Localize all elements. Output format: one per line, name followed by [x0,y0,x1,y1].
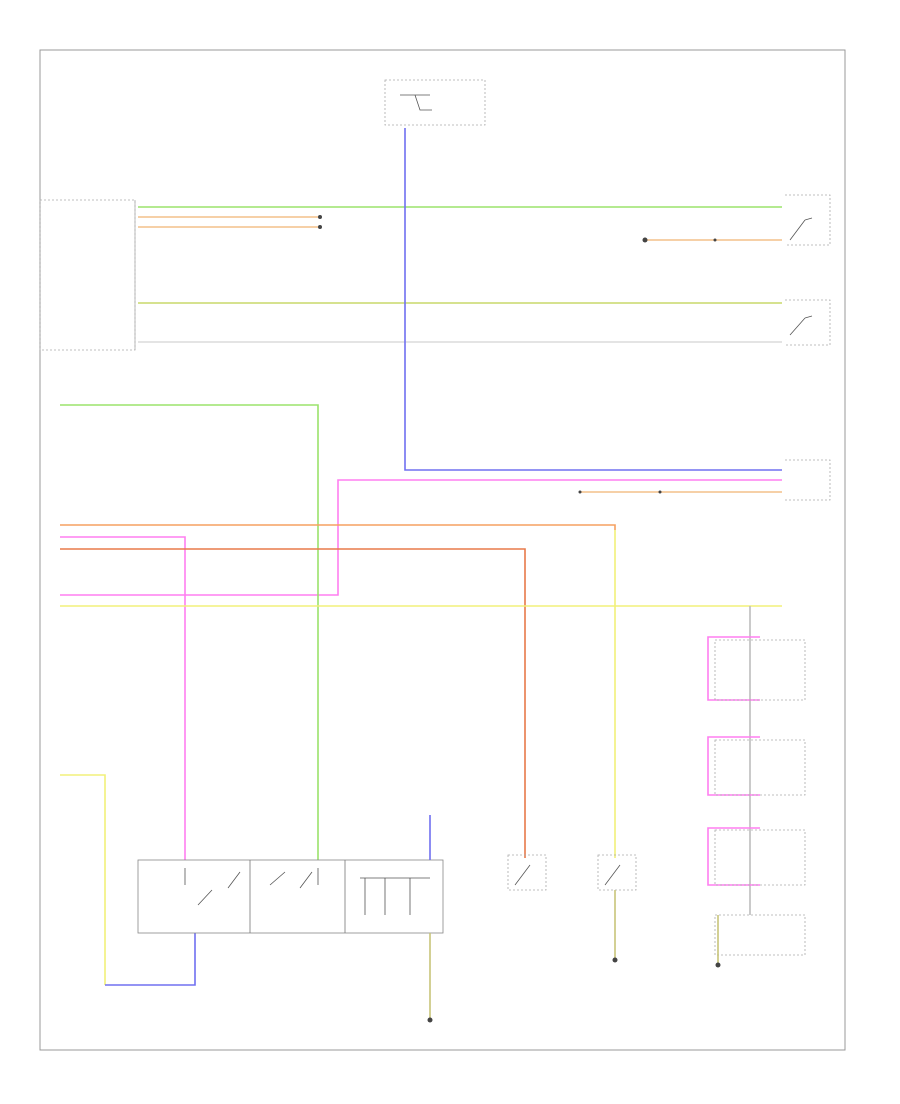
brake-switch-box [507,854,547,891]
sensor-box-1 [707,636,806,701]
sensor-box-3 [707,827,806,886]
engine-control-module-box [39,199,136,351]
wire-green-switch [60,404,319,860]
wire-pink-lock [60,479,782,596]
brake-light-switch-symbol [604,864,621,886]
wire-blue-main [404,128,782,471]
lf-door-switch-box [785,299,831,346]
splice-1 [318,215,322,219]
diagram-frame [39,49,846,1051]
conn-dot-3 [658,490,662,494]
lf-window-switch-box [785,194,831,246]
brake-switch-symbol [514,864,531,886]
ground-dot-2 [427,1017,433,1023]
wire-blue-bottom [105,930,196,986]
ground-dot-1 [642,237,648,243]
conn-dot-1 [713,238,717,242]
wire-yellow-left [60,774,106,985]
lf-door-lock-box [785,459,831,501]
ground-dot-4 [715,962,721,968]
module-relay-contacts [360,877,430,915]
fuse-box-top [384,79,486,126]
sensor-box-2 [707,736,806,796]
lf-window-switch-symbol [789,217,813,241]
ground-dot-3 [612,957,618,963]
console-switch-module [137,859,444,934]
module-switch-contacts [184,868,319,906]
wire-salmon-brake [60,548,526,858]
wire-pink-left [60,536,186,860]
brake-light-switch-box [597,854,637,891]
lf-door-switch-symbol [789,315,813,336]
splice-2 [318,225,322,229]
fuse-top-symbol [400,94,432,111]
conn-dot-2 [578,490,582,494]
sensor-box-4 [714,914,806,965]
wire-orange-top [60,524,616,530]
